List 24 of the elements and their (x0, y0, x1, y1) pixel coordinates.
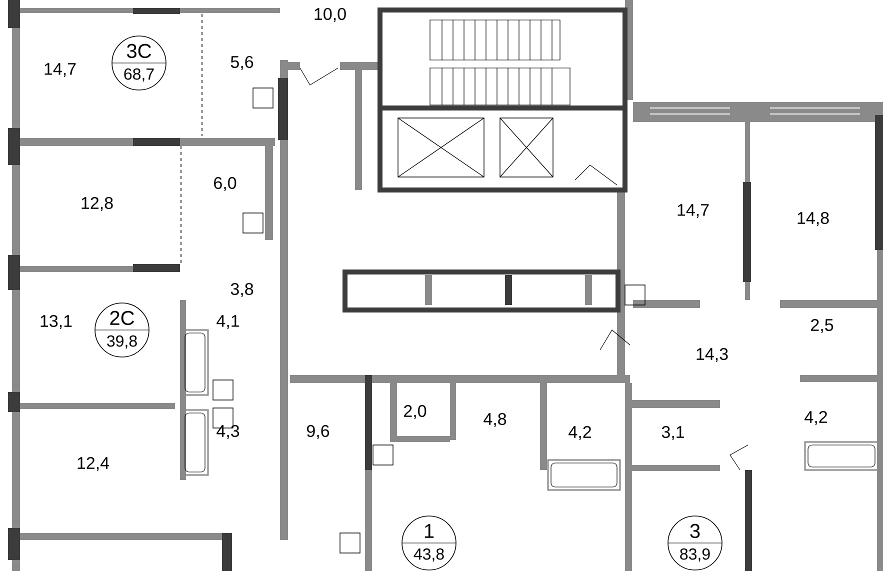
room-area: 4,2 (804, 410, 827, 426)
room-area: 9,6 (307, 424, 330, 440)
room-area: 14,3 (696, 348, 728, 362)
room-area: 12,4 (78, 456, 110, 472)
room-area: 6,0 (214, 176, 236, 192)
room-area: 4,2 (568, 426, 591, 440)
room-area: 2,0 (404, 404, 426, 420)
apartment-badge: 1 43,8 (402, 516, 456, 570)
room-area: 13,1 (40, 314, 72, 330)
room-area: 3,8 (230, 282, 254, 298)
room-area: 12,8 (82, 196, 113, 212)
room-area: 14,7 (678, 204, 709, 218)
room-area: 14,7 (44, 63, 76, 77)
room-area: 4,8 (484, 412, 506, 428)
apartment-badge: 3 83,9 (668, 516, 722, 570)
room-area: 5,6 (230, 56, 254, 70)
room-area: 2,5 (811, 318, 834, 334)
room-area: 3,1 (662, 426, 684, 440)
apartment-badge: 2С 39,8 (94, 302, 150, 358)
room-area: 4,1 (216, 315, 239, 329)
room-area: 10,0 (314, 8, 346, 22)
room-area: 14,8 (798, 212, 829, 226)
room-area: 4,3 (216, 424, 240, 440)
apartment-badge: 3С 68,7 (112, 36, 166, 90)
